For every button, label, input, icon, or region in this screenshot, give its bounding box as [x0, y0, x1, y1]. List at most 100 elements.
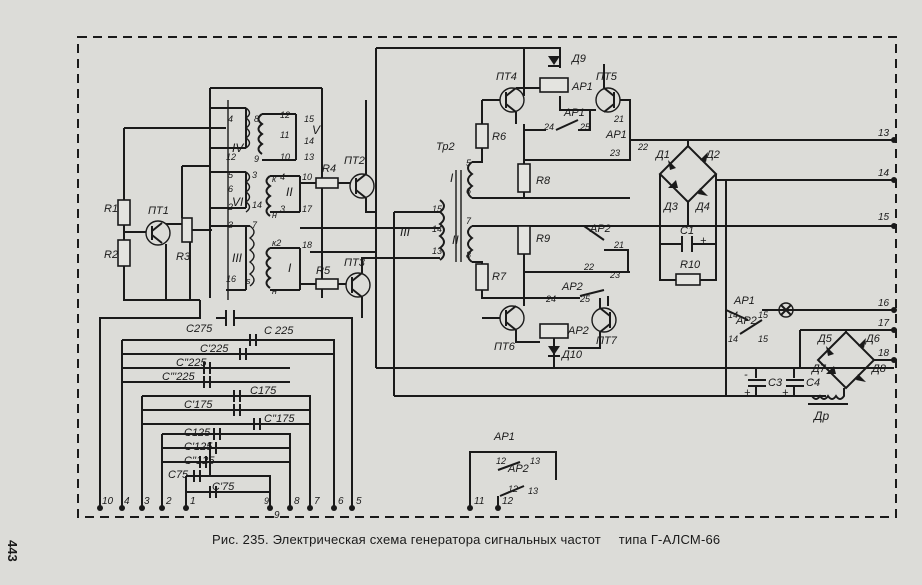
label-ap2-mid: АР2	[561, 281, 583, 293]
page-number: 443	[5, 540, 20, 562]
pin-13-tr2: 13	[432, 246, 442, 256]
label-c275: С275	[186, 323, 213, 335]
pin-8: 8	[254, 114, 259, 124]
capacitor-ladder	[99, 300, 353, 508]
pin-11: 11	[280, 130, 289, 140]
transistor-pt2	[349, 173, 375, 199]
label-r1: R1	[104, 203, 118, 215]
label-pt5: ПТ5	[596, 71, 618, 83]
pin-7-tr2: 7	[466, 216, 472, 226]
rectifier-bridge-upper	[650, 139, 894, 286]
label-r7: R7	[492, 271, 507, 283]
pin-14-tr2: 14	[432, 224, 442, 234]
pin-21a: 21	[613, 114, 624, 124]
pin-21b: 21	[613, 240, 624, 250]
terminal-bottom-4: 4	[124, 496, 130, 507]
pin-25b: 25	[579, 294, 591, 304]
terminal-bottom-7: 7	[314, 496, 320, 507]
pin-6: 6	[228, 184, 233, 194]
resistor-r5	[315, 278, 339, 290]
caption-text: Рис. 235. Электрическая схема генератора…	[212, 532, 601, 547]
pin-2: 2	[227, 202, 233, 212]
label-r2: R2	[104, 249, 118, 261]
pin-7: 7	[252, 220, 258, 230]
pin-12: 12	[280, 110, 290, 120]
label-c4: С4	[806, 377, 820, 389]
pin-13c: 13	[530, 456, 540, 466]
pin-24b: 24	[545, 294, 556, 304]
label-ap1-contact: АР1	[563, 107, 585, 119]
label-r5: R5	[316, 265, 331, 277]
pin-4: 4	[228, 114, 233, 124]
relay-coil-ap1	[539, 77, 569, 93]
label-d9: Д9	[570, 53, 586, 65]
label-d7: Д7	[810, 363, 827, 375]
label-winding-iii-tr2: III	[400, 225, 411, 239]
terminal-dots	[97, 137, 897, 511]
terminal-right-13: 13	[878, 128, 890, 139]
transistor-pt1	[145, 220, 171, 246]
label-pt7: ПТ7	[596, 335, 618, 347]
pin-9-ladder: 9	[264, 496, 269, 506]
pin-15c: 15	[758, 310, 769, 320]
label-pt1: ПТ1	[148, 205, 169, 217]
label-c225: С 225	[264, 325, 294, 337]
pin-15-tr2: 15	[432, 204, 443, 214]
label-r8: R8	[536, 175, 551, 187]
pin-12d: 12	[508, 484, 518, 494]
caption-type: типа Г-АЛСМ-66	[618, 532, 721, 547]
label-winding-i-tr2: I	[450, 171, 454, 185]
pin-15: 15	[304, 114, 315, 124]
component-labels: R1 R2 ПТ1 R3 ПТ2 R4 R5 ПТ3 Тр2 ПТ4 ПТ5 Д…	[104, 53, 887, 493]
amplifier-upper	[376, 47, 650, 198]
pin-labels: 4 8 12 15 11 14 13 10 12 9 5 3 4 6 10 2 …	[226, 110, 769, 506]
pin-13d: 13	[528, 486, 538, 496]
label-d3: Д3	[662, 201, 679, 213]
label-d1: Д1	[654, 149, 670, 161]
pin-10b: 10	[302, 172, 312, 182]
terminal-right-16: 16	[878, 298, 890, 309]
relay-coil-ap2	[539, 323, 569, 339]
terminal-bottom-3: 3	[144, 496, 150, 507]
resistor-r9	[517, 225, 531, 255]
terminal-right-17: 17	[878, 318, 890, 329]
output-section	[394, 180, 894, 405]
label-winding-vi: VI	[232, 195, 244, 209]
label-pt4: ПТ4	[496, 71, 517, 83]
label-ap2-top: АР2	[589, 223, 611, 235]
label-c3-minus: -	[744, 369, 748, 381]
label-ap1-lower: АР1	[733, 295, 755, 307]
label-d4: Д4	[694, 201, 710, 213]
label-c1-225: С'225	[200, 343, 229, 355]
label-d8: Д8	[870, 363, 887, 375]
label-pt3: ПТ3	[344, 257, 366, 269]
label-c75: С75	[168, 469, 189, 481]
terminal-right-18: 18	[878, 348, 890, 359]
label-lead-s1: s	[246, 276, 251, 286]
relay-contacts-bottom	[469, 451, 557, 508]
label-c175: С175	[250, 385, 277, 397]
terminal-bottom-10: 10	[102, 496, 114, 507]
resistor-r3	[181, 217, 193, 243]
pin-5: 5	[228, 170, 234, 180]
pin-6-tr2: 6	[466, 186, 471, 196]
resistor-r8	[517, 163, 531, 193]
label-ap2-coil: АР2	[567, 325, 589, 337]
label-ap2-lower: АР2	[735, 315, 757, 327]
pin-9: 9	[254, 154, 259, 164]
label-c4-plus: +	[782, 387, 789, 399]
label-winding-ii-left: II	[286, 185, 293, 199]
terminal-right-14: 14	[878, 168, 890, 179]
label-c2-225: С''225	[176, 357, 207, 369]
pin-8-tr2: 8	[466, 250, 471, 260]
resistor-r2	[117, 239, 131, 267]
label-c1-75: С'75	[212, 481, 235, 493]
terminal-labels: 13 14 15 16 17 18 10 4 3 2 1 9 8 7 6 5 1…	[102, 128, 890, 521]
pin-14: 14	[304, 136, 314, 146]
terminal-bottom-12: 12	[502, 496, 514, 507]
pin-3c: 3	[228, 220, 233, 230]
pin-25a: 25	[579, 122, 591, 132]
pin-14c: 14	[728, 310, 738, 320]
transformer-left	[209, 87, 323, 300]
